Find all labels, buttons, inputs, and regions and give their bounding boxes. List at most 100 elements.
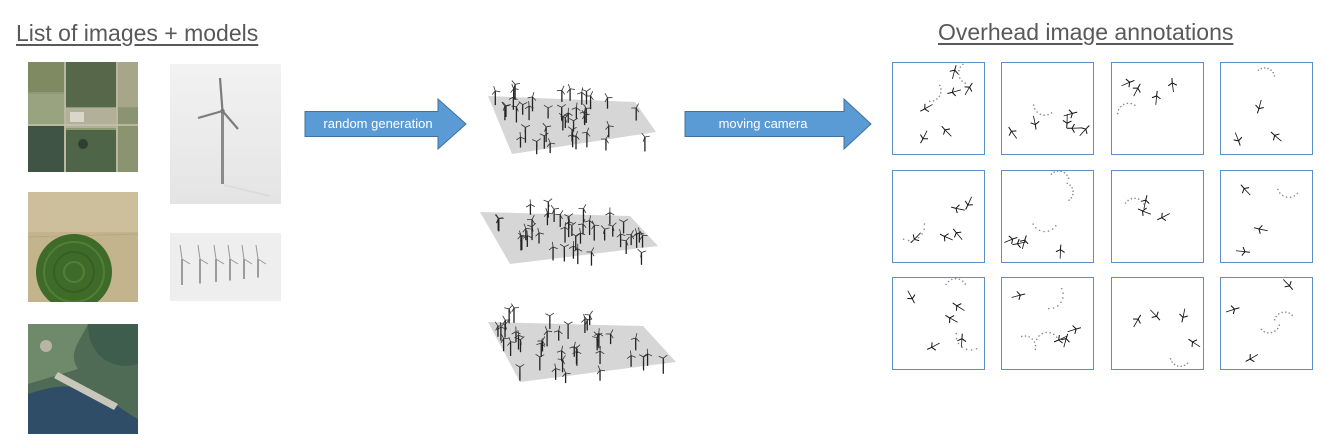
turbine-annotation bbox=[952, 302, 965, 311]
shadow-dot bbox=[1062, 292, 1064, 295]
turbine-annotation bbox=[1055, 244, 1065, 259]
shadow-dot bbox=[1272, 71, 1275, 74]
scene-turbine bbox=[658, 354, 668, 374]
annotation-image bbox=[892, 170, 985, 263]
shadow-dot bbox=[1051, 228, 1054, 230]
turbine-annotation bbox=[1225, 305, 1240, 315]
scene-turbine bbox=[567, 126, 577, 142]
shadow-dot bbox=[1278, 192, 1281, 194]
turbine-row-render bbox=[170, 233, 281, 301]
random-generation-arrow: random generation bbox=[304, 98, 467, 150]
scene-turbine bbox=[576, 87, 586, 105]
turbine-annotation bbox=[1053, 334, 1068, 344]
shadow-dot bbox=[1260, 328, 1263, 331]
shadow-dot bbox=[1052, 307, 1055, 309]
scene-turbine bbox=[527, 91, 537, 112]
scene-turbine bbox=[621, 236, 630, 254]
shadow-dot bbox=[1119, 105, 1122, 108]
shadow-dot bbox=[938, 95, 941, 98]
shadow-dot bbox=[1063, 171, 1066, 174]
generated-scene-2 bbox=[470, 180, 670, 270]
shadow-dot bbox=[1117, 109, 1120, 111]
shadow-dot bbox=[1267, 67, 1269, 70]
shadow-dot bbox=[1263, 67, 1266, 69]
scene-turbine bbox=[502, 101, 511, 118]
shadow-dot bbox=[1260, 67, 1263, 70]
scene-turbine bbox=[537, 336, 546, 352]
shadow-dot bbox=[1043, 114, 1045, 116]
scene-turbine bbox=[581, 88, 591, 105]
scene-turbine bbox=[518, 232, 527, 251]
annotation-image bbox=[1220, 277, 1313, 370]
turbine-annotation bbox=[926, 342, 940, 351]
shadow-dot bbox=[1133, 104, 1136, 106]
shadow-dot bbox=[1043, 230, 1045, 233]
turbine-annotation bbox=[1240, 184, 1251, 196]
scene-turbine bbox=[553, 325, 563, 341]
shadow-dot bbox=[1067, 177, 1070, 180]
scene-turbine bbox=[641, 132, 650, 152]
shadow-dot bbox=[1273, 75, 1276, 77]
scene-turbine bbox=[578, 219, 587, 235]
scene-turbine bbox=[637, 249, 647, 265]
scene-turbine bbox=[607, 222, 617, 237]
ground-plane bbox=[488, 96, 656, 154]
moving-camera-label: moving camera bbox=[718, 116, 808, 131]
turbine-annotation bbox=[1253, 225, 1268, 234]
scene-turbine bbox=[517, 230, 526, 251]
shadow-dot bbox=[962, 63, 964, 66]
shadow-dot bbox=[1050, 112, 1053, 114]
scene-turbine bbox=[551, 363, 561, 380]
shadow-dot bbox=[1054, 225, 1057, 227]
turbine-model bbox=[179, 244, 191, 285]
scene-turbine bbox=[571, 102, 581, 119]
shadow-dot bbox=[1072, 193, 1074, 196]
turbine-annotation bbox=[1245, 354, 1259, 363]
scene-turbine bbox=[510, 83, 519, 100]
shadow-dot bbox=[902, 238, 905, 240]
scene-turbine bbox=[564, 213, 574, 229]
scene-turbine bbox=[595, 346, 605, 365]
scene-turbine bbox=[605, 120, 614, 138]
right-heading: Overhead image annotations bbox=[938, 19, 1234, 45]
turbine-model bbox=[227, 244, 239, 281]
generated-scene-3 bbox=[478, 300, 688, 390]
scene-turbine bbox=[566, 83, 576, 101]
scene-turbine bbox=[562, 368, 571, 384]
shadow-dot bbox=[1033, 108, 1036, 110]
shadow-dot bbox=[1277, 188, 1279, 191]
shadow-dot bbox=[1031, 338, 1034, 340]
shadow-dot bbox=[1036, 111, 1038, 113]
annotation-image bbox=[1111, 277, 1204, 370]
shadow-dot bbox=[1048, 307, 1050, 310]
scene-turbine bbox=[639, 230, 648, 248]
shadow-dot bbox=[938, 84, 941, 87]
turbine-annotation bbox=[1151, 90, 1161, 105]
shadow-dot bbox=[957, 73, 960, 76]
turbine-annotation bbox=[1167, 77, 1178, 92]
turbine-annotation bbox=[1012, 238, 1027, 248]
scene-turbine bbox=[543, 326, 553, 347]
shadow-dot bbox=[964, 283, 967, 285]
turbine-annotation bbox=[1179, 308, 1188, 323]
annotation-image bbox=[1001, 277, 1094, 370]
scene-turbine bbox=[515, 364, 525, 381]
turbine-annotation bbox=[1019, 235, 1029, 249]
shadow-dot bbox=[1289, 196, 1292, 198]
turbine-annotation bbox=[1066, 123, 1081, 133]
shadow-dot bbox=[1028, 336, 1030, 338]
scene-turbine bbox=[524, 100, 534, 121]
turbine-annotation bbox=[1137, 207, 1152, 217]
shadow-dot bbox=[1284, 311, 1287, 313]
turbine-annotation bbox=[1121, 78, 1135, 88]
turbine-annotation bbox=[1008, 126, 1018, 139]
shadow-dot bbox=[1140, 200, 1143, 202]
scene-turbine bbox=[605, 207, 615, 225]
shadow-dot bbox=[1024, 335, 1027, 337]
turbine-annotation bbox=[1157, 212, 1170, 221]
shadow-dot bbox=[923, 223, 926, 225]
shadow-dot bbox=[1071, 187, 1073, 189]
shadow-dot bbox=[959, 66, 962, 68]
turbine-annotation bbox=[1061, 333, 1070, 348]
shadow-dot bbox=[1060, 301, 1062, 304]
